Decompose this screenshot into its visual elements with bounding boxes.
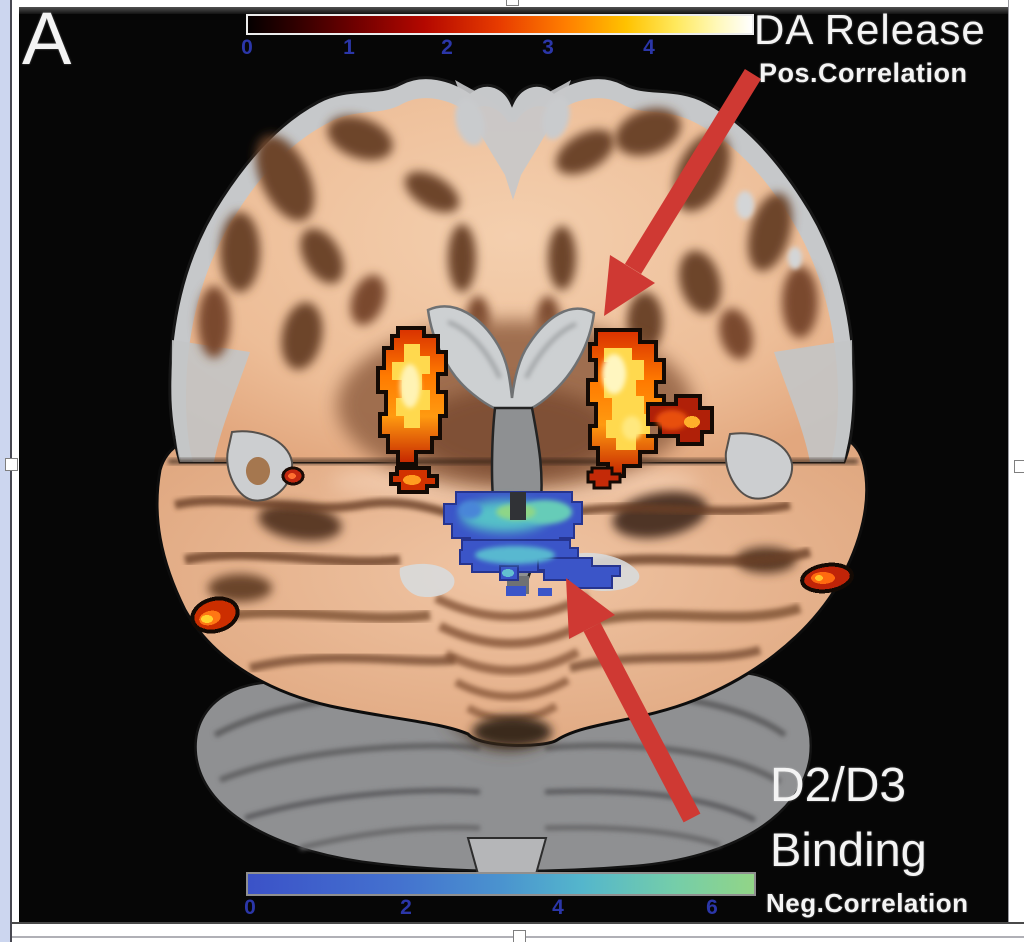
d2d3-label: D2/D3 — [770, 759, 907, 812]
cool-tick-0: 0 — [244, 896, 256, 919]
hot-tick-1: 1 — [343, 36, 355, 59]
resize-handle-right[interactable] — [1014, 460, 1024, 473]
cool-tick-2: 2 — [400, 896, 412, 919]
resize-handle-bottom[interactable] — [513, 930, 526, 942]
neg-correlation-label: Neg.Correlation — [766, 888, 969, 918]
left-gutter — [12, 0, 19, 942]
cool-colorbar — [246, 872, 756, 896]
hot-tick-3: 3 — [542, 36, 554, 59]
binding-label: Binding — [770, 823, 927, 876]
cool-tick-4: 4 — [552, 896, 564, 919]
left-rail — [0, 0, 10, 942]
hot-tick-4: 4 — [643, 36, 655, 59]
pos-correlation-label: Pos.Correlation — [759, 58, 968, 88]
da-release-label: DA Release — [754, 6, 986, 53]
panel-label: A — [22, 0, 72, 80]
cool-tick-6: 6 — [706, 896, 718, 919]
hot-tick-2: 2 — [441, 36, 453, 59]
resize-handle-left[interactable] — [5, 458, 18, 471]
hot-colorbar — [246, 14, 754, 35]
figure-top-edge — [19, 7, 1008, 14]
left-rail-divider — [10, 0, 12, 942]
resize-handle-top[interactable] — [506, 0, 519, 6]
hot-tick-0: 0 — [241, 36, 253, 59]
